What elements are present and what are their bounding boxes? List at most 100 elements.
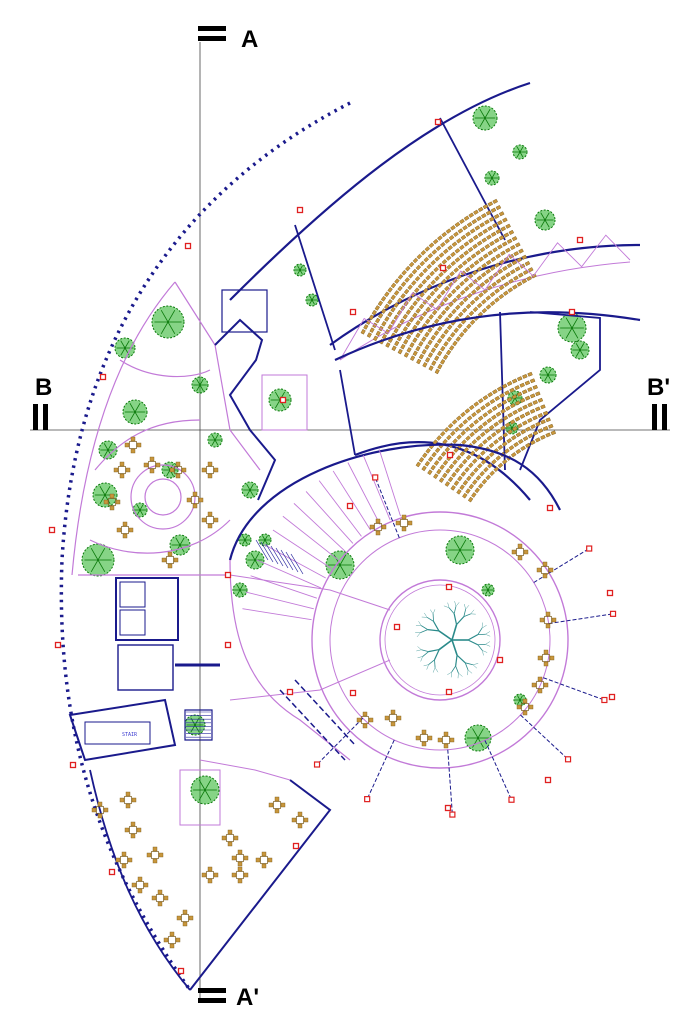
seat-icon xyxy=(491,405,498,411)
chair xyxy=(173,557,179,563)
chair xyxy=(124,442,130,448)
chair-cluster-icon xyxy=(169,461,187,479)
seat-icon xyxy=(506,262,513,269)
chair-cluster-icon xyxy=(384,709,402,727)
tree-branch xyxy=(124,340,130,349)
seat-icon xyxy=(537,397,544,403)
tree-branch xyxy=(544,368,549,376)
chair-cluster-icon xyxy=(143,456,161,474)
spine-wall-west xyxy=(214,318,277,501)
seat-icon xyxy=(431,249,438,255)
seat-icon xyxy=(469,471,476,477)
column-marker-icon xyxy=(286,688,294,696)
seat-icon xyxy=(428,314,434,320)
seat-icon xyxy=(484,219,490,225)
chair-cluster-icon xyxy=(146,846,164,864)
section-marker-top: A xyxy=(198,26,258,53)
seat-icon xyxy=(440,309,447,316)
seat-icon xyxy=(422,362,428,368)
seat-icon xyxy=(508,229,515,235)
tree-branch xyxy=(199,384,204,392)
truss-member xyxy=(263,544,326,579)
chair xyxy=(227,829,233,835)
table xyxy=(108,498,116,506)
seat-icon xyxy=(469,450,476,457)
tree-symbol-icon xyxy=(207,432,223,448)
seat-icon xyxy=(445,274,451,281)
chair xyxy=(130,821,136,827)
seat-icon xyxy=(430,464,436,471)
truss-member xyxy=(245,591,314,610)
tree-branch xyxy=(459,539,467,551)
tree-branch xyxy=(167,321,176,334)
seat-icon xyxy=(384,303,390,310)
section-marker-icon xyxy=(43,404,48,430)
tree-branch xyxy=(519,151,524,158)
seat-icon xyxy=(461,307,468,314)
seat-icon xyxy=(476,302,483,309)
seat-icon xyxy=(469,431,475,438)
seat-icon xyxy=(450,485,456,491)
seat-icon xyxy=(501,459,508,465)
column-marker-icon xyxy=(393,623,401,631)
tree-branch xyxy=(417,646,422,650)
chair xyxy=(91,807,97,813)
chair xyxy=(545,611,551,617)
tree-branch xyxy=(484,117,491,128)
chair-cluster-icon xyxy=(539,611,557,629)
tree-branch xyxy=(107,443,113,451)
seat-icon xyxy=(505,223,511,229)
seat-icon xyxy=(479,281,486,288)
seat-icon xyxy=(512,284,518,290)
seat-icon xyxy=(440,289,446,296)
atrium-seat-ring xyxy=(329,529,551,751)
chair xyxy=(103,807,109,813)
chair xyxy=(443,731,449,737)
seat-icon xyxy=(489,300,496,307)
seat-icon xyxy=(548,423,554,429)
seat-icon xyxy=(495,428,502,434)
section-marker-b-label: B xyxy=(35,374,52,401)
seat-icon xyxy=(482,204,489,210)
column-marker-icon xyxy=(313,761,321,768)
seat-icon xyxy=(432,298,439,304)
seat-icon xyxy=(512,426,518,432)
tree-branch xyxy=(447,671,452,675)
chair xyxy=(237,861,243,867)
chair xyxy=(131,797,137,803)
chair xyxy=(537,688,543,694)
seat-icon xyxy=(526,275,532,282)
seat-icon xyxy=(426,263,432,270)
chair xyxy=(146,852,152,858)
seat-icon xyxy=(456,238,462,244)
seat-icon xyxy=(377,313,384,319)
chair xyxy=(449,737,455,743)
seat-icon xyxy=(480,450,486,456)
garden-path-3 xyxy=(119,359,211,378)
seat-icon xyxy=(418,353,424,360)
seat-icon xyxy=(522,373,528,379)
seat-icon xyxy=(465,454,472,461)
tree-branch xyxy=(420,656,423,662)
seat-icon xyxy=(468,212,475,218)
seat-icon xyxy=(500,226,506,232)
chair-cluster-icon xyxy=(91,801,109,819)
tree-branch xyxy=(454,601,457,607)
seat-icon xyxy=(477,463,483,469)
seat-icon xyxy=(400,343,406,350)
seat-icon xyxy=(473,401,480,407)
tree-branch xyxy=(309,295,313,301)
tree-branch xyxy=(103,443,109,451)
seat-icon xyxy=(432,238,439,245)
chair xyxy=(537,676,543,682)
seat-icon xyxy=(497,444,504,451)
column-marker-icon xyxy=(364,796,371,803)
column-marker-icon xyxy=(508,796,515,803)
seat-icon xyxy=(513,275,519,281)
seat-icon xyxy=(406,347,412,353)
table xyxy=(181,914,189,922)
seat-icon xyxy=(514,400,521,406)
tree-branch xyxy=(565,317,573,329)
seat-icon xyxy=(437,363,443,370)
seat-icon xyxy=(545,432,551,438)
